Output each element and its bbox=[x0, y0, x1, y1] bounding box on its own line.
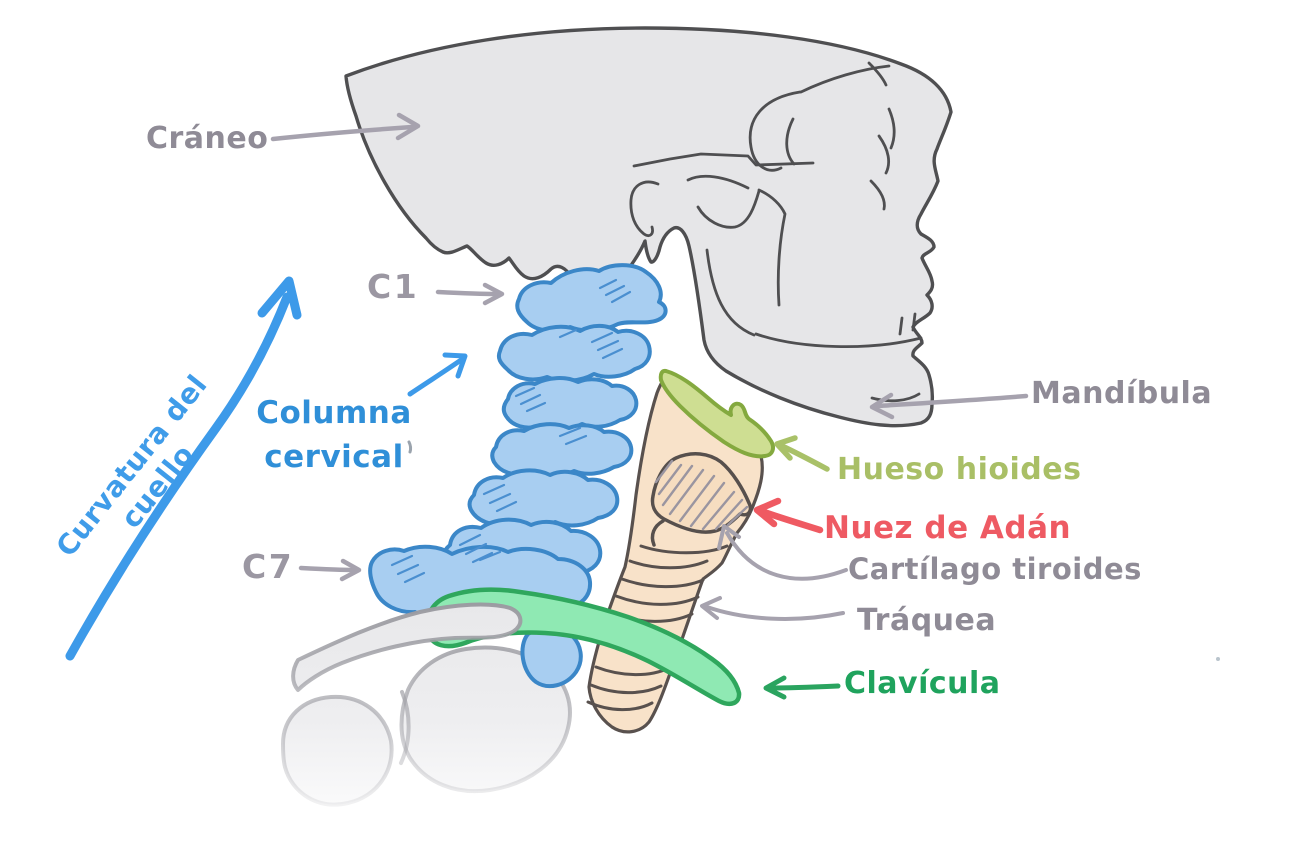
trachea-rings bbox=[586, 544, 729, 712]
eye-socket-line bbox=[748, 90, 802, 172]
clavicula-arrowhead bbox=[763, 675, 787, 700]
clavicula-label: Clavícula bbox=[844, 666, 1001, 701]
cartilago-arrowhead bbox=[717, 524, 741, 550]
acromion-band-shape bbox=[291, 602, 523, 692]
c7-arrowhead bbox=[339, 558, 362, 582]
skull-shape bbox=[344, 26, 953, 428]
brow-line bbox=[799, 64, 891, 94]
cartilago-tiroides-label: Cartílago tiroides bbox=[848, 552, 1142, 586]
mandibula-arrow bbox=[869, 392, 1029, 420]
vertebra-hatching bbox=[390, 278, 632, 584]
columna-arrowhead bbox=[442, 352, 468, 379]
hioides-arrow bbox=[774, 435, 830, 472]
stray-dot bbox=[1216, 657, 1220, 661]
jaw-ramus-line bbox=[705, 248, 756, 337]
humerus-head-shape bbox=[281, 694, 394, 807]
nuez-arrowhead bbox=[753, 497, 782, 528]
blue-arrows bbox=[65, 276, 468, 661]
zygomatic-arch-line bbox=[696, 189, 761, 229]
nasal-line-2 bbox=[877, 134, 891, 175]
c7-arrow bbox=[298, 558, 362, 582]
c1-arrow bbox=[435, 282, 505, 306]
c1-arrowhead bbox=[482, 282, 505, 306]
acromion-band bbox=[291, 602, 523, 692]
chin-crease-line bbox=[870, 392, 921, 403]
glenoid-notch-line bbox=[399, 690, 411, 765]
mandibula-label: Mandíbula bbox=[1031, 376, 1213, 411]
gray-arrows bbox=[270, 112, 1029, 621]
eye-socket-inner-line bbox=[785, 117, 796, 166]
mandibula-arrowhead bbox=[869, 392, 895, 420]
mouth-line bbox=[754, 332, 923, 349]
nasal-line-3 bbox=[869, 179, 886, 211]
traquea-label: Tráquea bbox=[857, 603, 997, 638]
vertebra-c3 bbox=[501, 376, 639, 432]
columna-cervical-arrow bbox=[407, 352, 468, 397]
curvatura-arrow bbox=[65, 276, 302, 661]
temporal-line bbox=[632, 152, 815, 168]
hyoid-bone-shape bbox=[658, 368, 775, 459]
traquea-arrowhead bbox=[700, 596, 722, 620]
nuez-de-adan-label: Nuez de Adán bbox=[824, 510, 1072, 546]
traquea-arrow bbox=[700, 596, 845, 621]
hioides-arrowhead bbox=[774, 435, 798, 461]
cricoid-arc-line bbox=[650, 519, 665, 547]
tooth-tick-1 bbox=[898, 316, 904, 336]
craneo-label: Cráneo bbox=[146, 121, 269, 156]
ear-curl-line bbox=[629, 180, 660, 237]
forehead-tick bbox=[867, 61, 888, 87]
clavicula-arrow bbox=[763, 675, 841, 700]
c7-label: C7 bbox=[242, 547, 295, 586]
nasal-line-1 bbox=[887, 107, 896, 150]
skull-silhouette bbox=[344, 26, 953, 428]
hyoid-bone bbox=[658, 368, 775, 459]
zygomatic-top-line bbox=[686, 174, 750, 190]
craneo-arrow bbox=[270, 112, 421, 142]
thyroid-hatching bbox=[654, 459, 749, 531]
c1-label: C1 bbox=[367, 267, 420, 306]
vertebra-c4 bbox=[490, 422, 634, 479]
curvatura-arrowhead bbox=[257, 276, 302, 320]
craneo-arrowhead bbox=[395, 112, 421, 141]
shoulder-shapes bbox=[281, 645, 572, 807]
scapula-shape bbox=[399, 645, 572, 793]
nuez-arrow bbox=[753, 497, 824, 534]
hueso-hioides-label: Hueso hioides bbox=[837, 452, 1082, 487]
columna-cervical-label: Columna cervical bbox=[250, 391, 418, 479]
cartilago-tiroides-arrow bbox=[717, 524, 848, 581]
cervical-spine bbox=[368, 263, 668, 689]
columna-cervical-line2: cervical bbox=[264, 439, 404, 475]
skull-detail-lines bbox=[629, 61, 923, 403]
apostrophe-mark bbox=[407, 440, 413, 454]
vertebra-c2 bbox=[496, 323, 652, 383]
maxilla-back-line bbox=[757, 188, 787, 307]
vertebra-c5 bbox=[467, 468, 620, 531]
tooth-tick-2 bbox=[911, 312, 917, 332]
columna-cervical-line1: Columna bbox=[256, 395, 412, 431]
